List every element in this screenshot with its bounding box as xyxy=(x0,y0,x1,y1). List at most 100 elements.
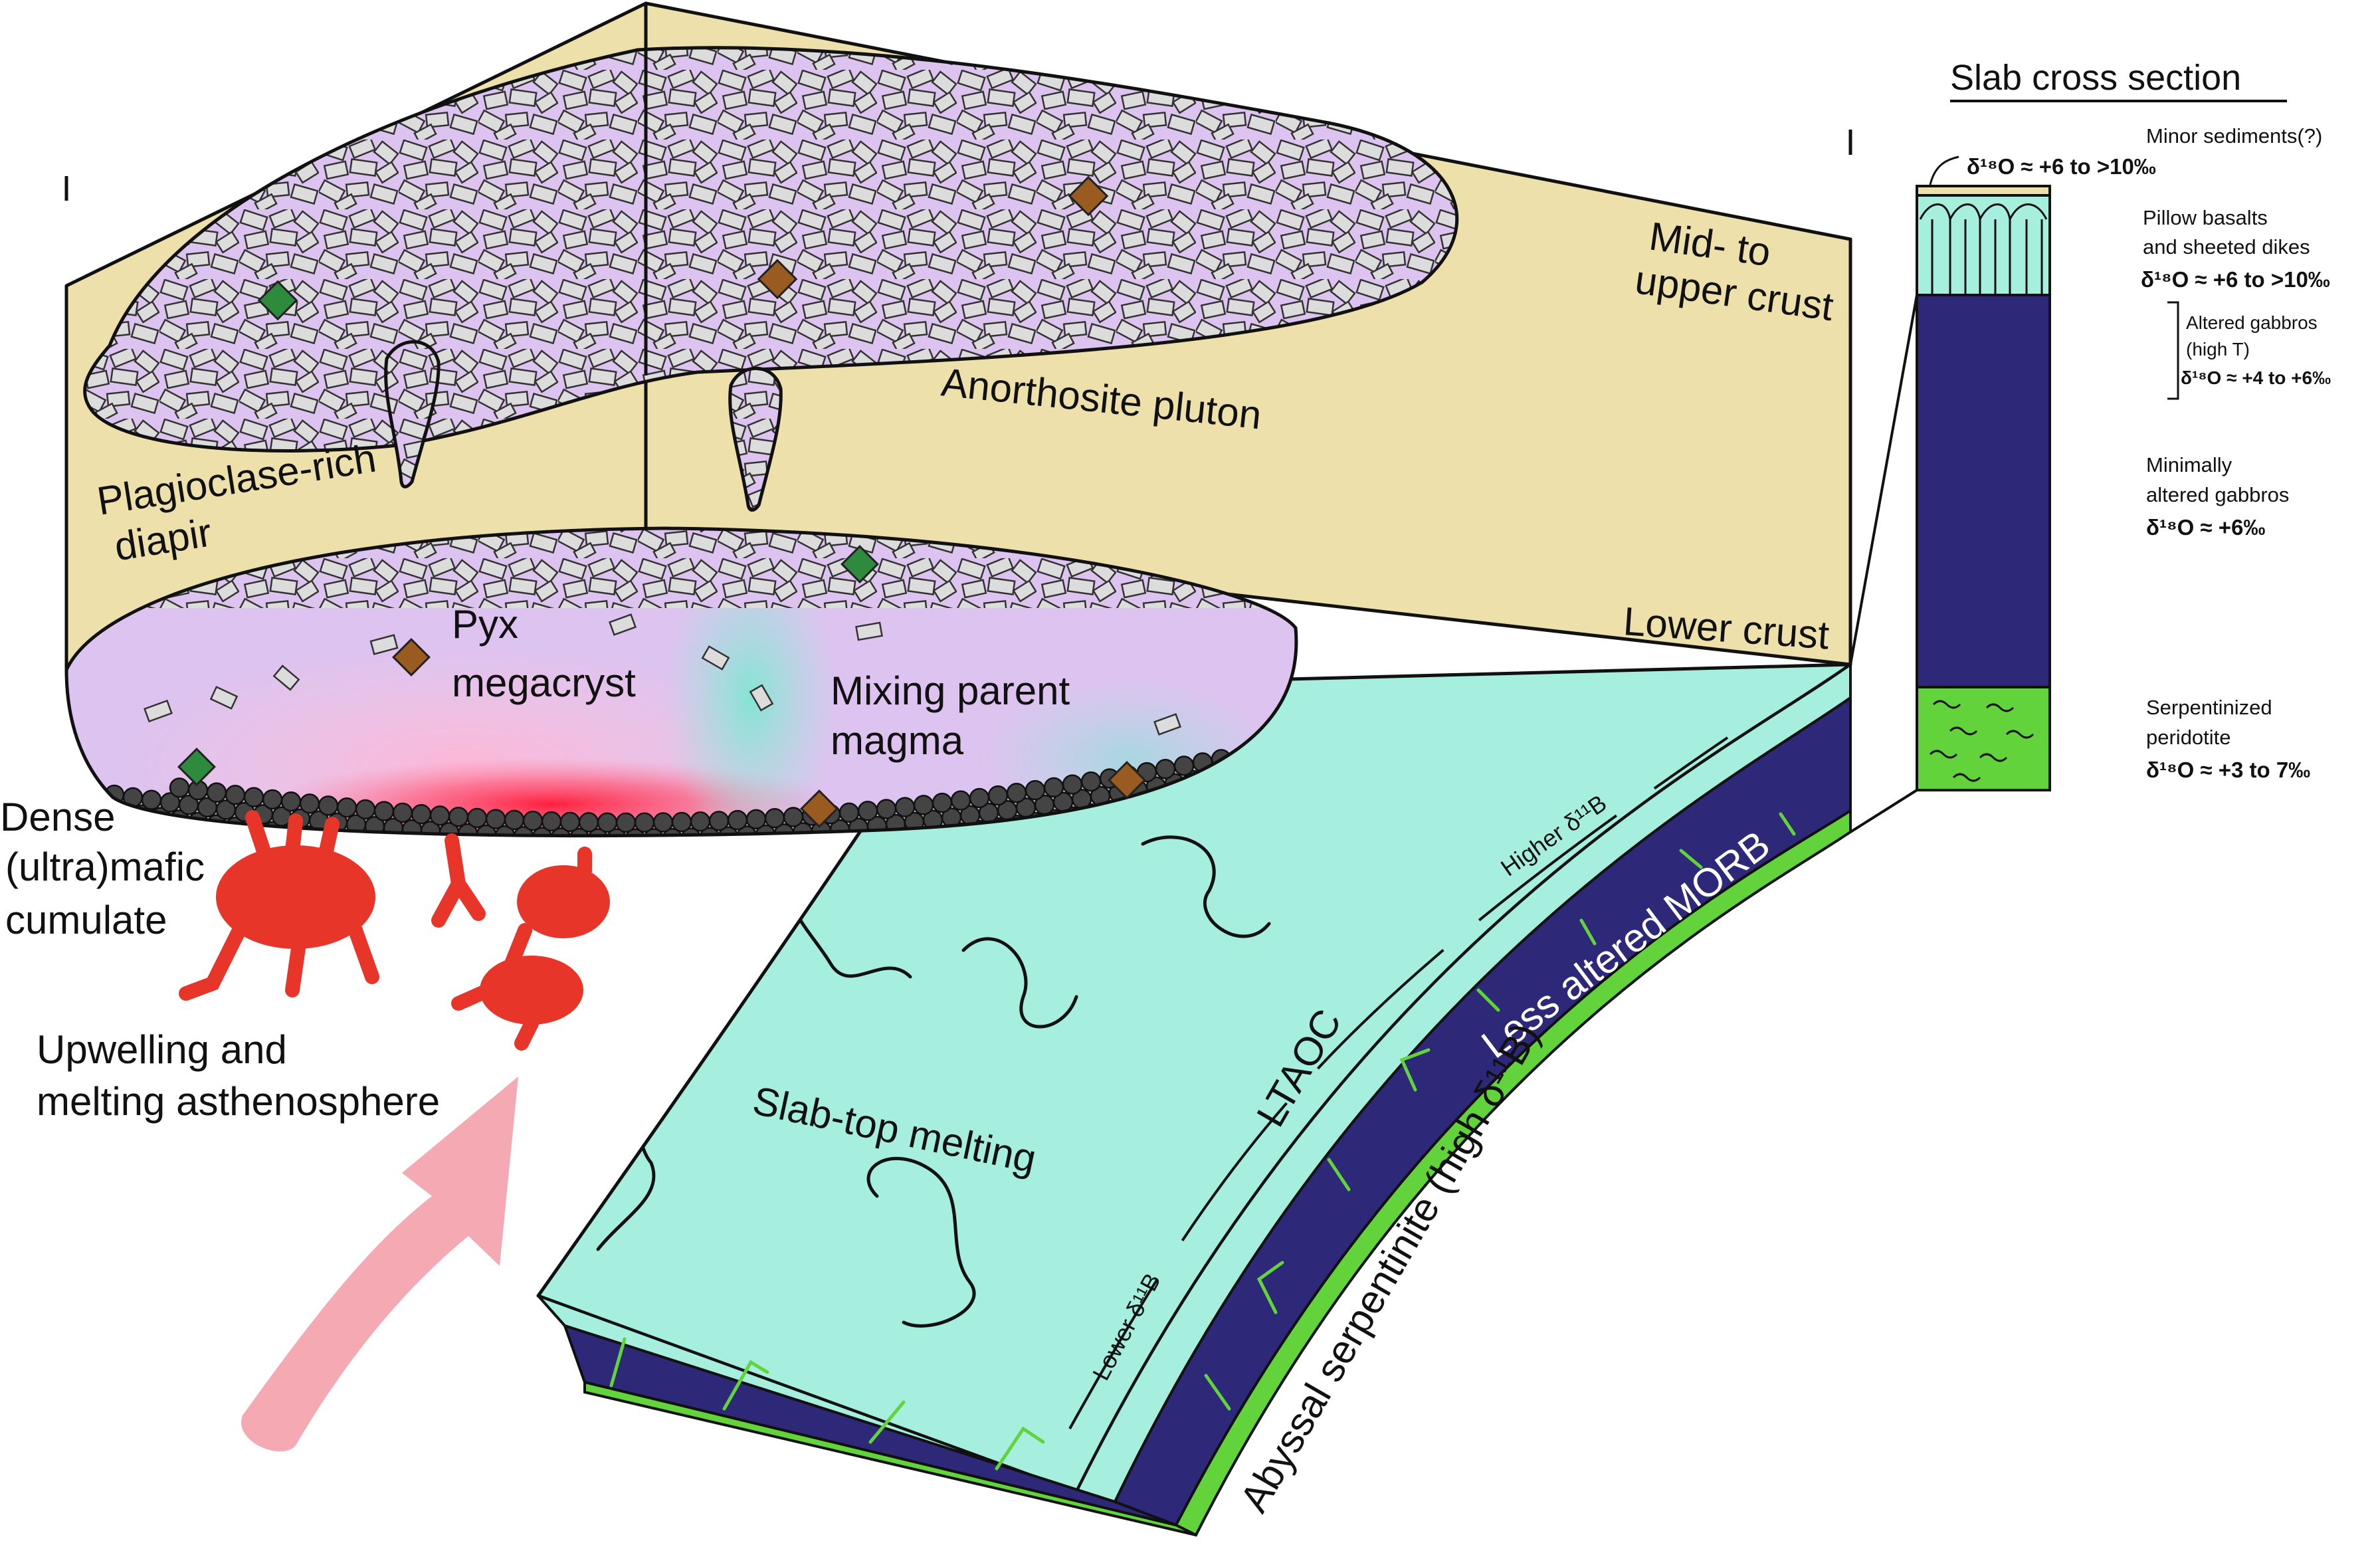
layer-pillow-basalt-value: δ¹⁸O ≈ +6 to >10‰ xyxy=(2141,267,2330,292)
cumulate-crystal xyxy=(225,784,246,805)
cumulate-crystal xyxy=(803,838,821,857)
label-upwelling: Upwelling and melting asthenosphere xyxy=(37,1027,440,1124)
melt-blob xyxy=(216,845,375,949)
cumulate-crystal xyxy=(652,812,674,833)
cumulate-crystal xyxy=(839,802,860,823)
melt-blob xyxy=(480,956,583,1025)
melt-blob xyxy=(517,865,610,938)
cumulate-crystal xyxy=(522,810,544,831)
cumulate-crystal xyxy=(542,844,561,863)
layer-serpentinized-value: δ¹⁸O ≈ +3 to 7‰ xyxy=(2146,758,2310,782)
cumulate-crystal xyxy=(448,807,469,827)
cumulate-crystal xyxy=(857,801,878,821)
cumulate-crystal xyxy=(764,807,785,829)
sediment-pointer xyxy=(1929,155,1959,185)
pyroxene-megacryst xyxy=(1108,761,1146,799)
cumulate-crystal xyxy=(541,811,562,832)
label-pyx-megacryst: Pyx megacryst xyxy=(452,602,636,705)
cumulate-crystal xyxy=(1080,771,1102,792)
cumulate-crystal xyxy=(561,845,579,863)
cumulate-crystal xyxy=(169,777,190,798)
cumulate-crystal xyxy=(913,795,934,815)
slab-cross-section xyxy=(1849,100,2287,833)
cumulate-crystal xyxy=(578,812,599,833)
projection-line-bottom xyxy=(1849,789,1918,833)
cumulate-crystal xyxy=(412,837,431,855)
cumulate-crystal xyxy=(598,845,617,864)
cumulate-crystal xyxy=(876,799,897,819)
cumulate-crystal xyxy=(141,789,162,810)
olivine-megacryst xyxy=(257,280,298,321)
projection-line-top xyxy=(1849,294,1918,665)
cumulate-crystal xyxy=(680,827,702,836)
layer-minimal-gabbro-name: Minimally altered gabbros xyxy=(2146,453,2289,506)
cumulate-crystal xyxy=(513,826,534,836)
layer-altered-gabbro-name: Altered gabbros (high T) xyxy=(2186,312,2322,360)
cumulate-crystal xyxy=(468,841,486,859)
cumulate-crystal xyxy=(710,843,728,862)
layer-altered-gabbro-value: δ¹⁸O ≈ +4 to +6‰ xyxy=(2181,367,2331,388)
cumulate-crystal xyxy=(587,828,609,836)
cumulate-crystal xyxy=(411,804,432,825)
cumulate-crystal xyxy=(987,785,1009,806)
plagioclase-diapir-left xyxy=(384,340,441,488)
cumulate-crystal xyxy=(969,787,990,809)
serpentinized-peridotite-layer xyxy=(1916,686,2051,791)
layer-sediments-value: δ¹⁸O ≈ +6 to >10‰ xyxy=(1967,154,2156,179)
slab-front-serpentinite xyxy=(583,1380,1197,1536)
cumulate-crystal xyxy=(504,809,525,831)
cumulate-crystal xyxy=(708,811,730,831)
label-dense-cumulate: Dense (ultra)mafic cumulate xyxy=(0,795,216,942)
cumulate-crystal xyxy=(747,842,765,861)
cumulate-crystal xyxy=(336,797,357,818)
cumulate-crystal xyxy=(784,839,803,858)
cumulate-crystal xyxy=(299,793,320,814)
cumulate-crystal xyxy=(373,833,395,836)
layer-sediments-name: Minor sediments(?) xyxy=(2146,124,2322,148)
cumulate-crystal xyxy=(606,828,627,836)
cumulate-crystal xyxy=(950,790,971,811)
pyroxene-megacryst xyxy=(392,638,431,676)
asthenosphere-melt xyxy=(179,810,610,1051)
cumulate-crystal xyxy=(355,799,376,820)
cumulate-crystal xyxy=(894,797,916,817)
cumulate-crystal xyxy=(1173,756,1195,776)
cumulate-crystal xyxy=(466,807,488,829)
pyroxene-megacryst xyxy=(757,258,798,300)
cumulate-crystal xyxy=(392,802,413,823)
ltaoc-divider xyxy=(1068,736,1729,1429)
pyroxene-megacryst xyxy=(1068,175,1109,217)
plagioclase-diapir-right xyxy=(728,366,783,512)
cumulate-crystal xyxy=(206,782,227,803)
cumulate-crystal xyxy=(355,831,376,836)
pillow-lines xyxy=(1919,203,2048,295)
subducting-slab xyxy=(536,662,1852,1537)
cumulate-crystal xyxy=(318,795,339,816)
cumulate-crystal xyxy=(699,827,720,836)
cumulate-crystal xyxy=(745,809,767,830)
cumulate-crystal xyxy=(691,844,710,863)
cumulate-crystal xyxy=(569,827,590,836)
cumulate-crystal xyxy=(486,842,505,861)
cumulate-crystal xyxy=(615,812,637,833)
cumulate-crystal xyxy=(672,845,691,863)
pillow-basalt-layer xyxy=(1916,194,2051,296)
cumulate-crystal xyxy=(932,792,953,813)
cumulate-crystal xyxy=(654,845,672,863)
cumulate-crystal xyxy=(550,827,571,836)
cumulate-crystal xyxy=(727,809,748,831)
cumulate-crystal xyxy=(662,828,683,836)
anorthosite-pluton xyxy=(83,46,1459,512)
altered-gabbro-bracket xyxy=(2167,301,2179,400)
cumulate-crystal xyxy=(634,812,655,833)
olivine-megacryst xyxy=(841,545,879,583)
cumulate-crystal xyxy=(1006,782,1027,803)
cumulate-crystal xyxy=(597,812,618,833)
serpentine-squiggles xyxy=(1929,700,2034,782)
cumulate-crystal xyxy=(559,811,581,833)
serpentinite-veins xyxy=(609,812,1796,1471)
cumulate-crystal xyxy=(485,809,506,829)
cumulate-crystal xyxy=(280,791,302,812)
slab-side-serpentinite xyxy=(1174,808,1852,1537)
